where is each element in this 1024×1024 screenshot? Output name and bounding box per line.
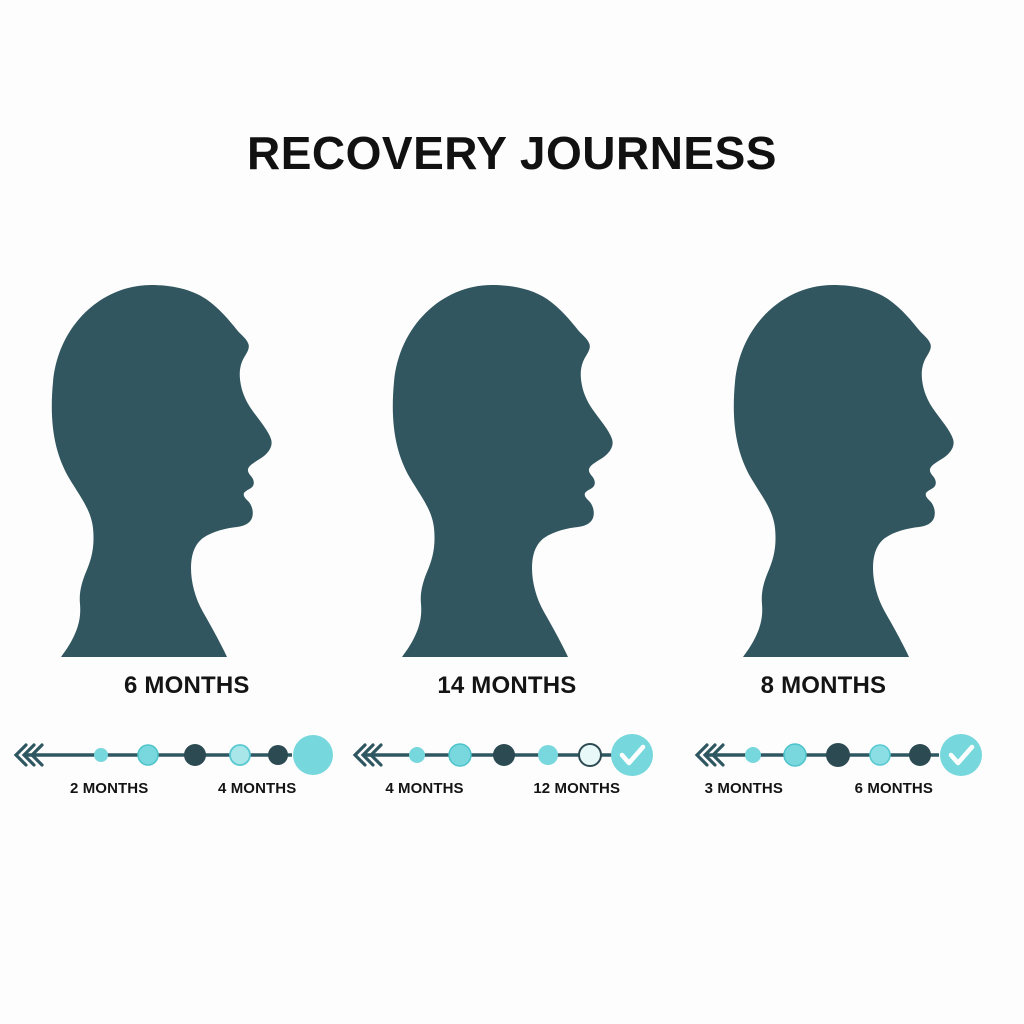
timeline-node[interactable] — [744, 747, 761, 763]
head-profile-silhouette — [734, 285, 954, 657]
head-profile-silhouette — [51, 285, 272, 657]
tick-label: 4 MONTHS — [385, 780, 464, 797]
timeline-node[interactable] — [538, 745, 559, 765]
timeline-end-marker[interactable] — [293, 735, 333, 775]
check-icon — [948, 744, 974, 766]
timeline-node[interactable] — [268, 745, 288, 765]
tick-labels-1: 2 MONTHS 4 MONTHS — [0, 780, 341, 804]
timeline-node[interactable] — [868, 744, 891, 766]
timeline-end-marker[interactable] — [939, 734, 982, 776]
timeline-end-marker[interactable] — [611, 734, 654, 776]
tick-label: 3 MONTHS — [704, 780, 783, 797]
timeline-2[interactable] — [341, 727, 682, 783]
timeline-node[interactable] — [409, 747, 426, 763]
silhouette-container-1 — [0, 272, 341, 657]
tick-label: 12 MONTHS — [533, 780, 621, 797]
arrow-tail-left-icon — [13, 743, 44, 767]
silhouette-container-2 — [341, 272, 682, 657]
tick-label: 2 MONTHS — [70, 780, 149, 797]
tick-labels-2: 4 MONTHS 12 MONTHS — [341, 780, 682, 804]
timeline-1[interactable] — [0, 727, 341, 783]
timeline-node[interactable] — [94, 748, 108, 762]
tick-label: 4 MONTHS — [218, 780, 297, 797]
panels-row: 6 MONTHS — [0, 272, 1024, 812]
timeline-node[interactable] — [448, 743, 473, 767]
check-icon — [620, 744, 646, 766]
page-title: RECOVERY JOURNESS — [247, 127, 777, 179]
tick-label: 6 MONTHS — [854, 780, 933, 797]
timeline-3[interactable] — [683, 727, 1024, 783]
timeline-node[interactable] — [825, 743, 850, 767]
head-profile-silhouette — [392, 285, 613, 657]
stage-label-2: 14 MONTHS — [437, 672, 577, 699]
arrow-tail-left-icon — [353, 743, 383, 767]
timeline-node[interactable] — [229, 744, 251, 766]
stage-label-3: 8 MONTHS — [760, 672, 887, 699]
arrow-tail-left-icon — [694, 743, 725, 767]
stage-label-1: 6 MONTHS — [124, 672, 250, 699]
recovery-panel-1: 6 MONTHS — [0, 272, 341, 812]
recovery-panel-2: 14 MONTHS — [341, 272, 682, 812]
tick-labels-3: 3 MONTHS 6 MONTHS — [683, 780, 1024, 804]
timeline-node[interactable] — [184, 744, 206, 766]
timeline-node[interactable] — [137, 744, 159, 766]
silhouette-container-3 — [683, 272, 1024, 657]
timeline-node[interactable] — [782, 743, 807, 767]
timeline-node[interactable] — [908, 744, 931, 766]
timeline-node[interactable] — [578, 743, 603, 767]
recovery-panel-3: 8 MONTHS — [683, 272, 1024, 812]
timeline-node[interactable] — [493, 744, 516, 766]
